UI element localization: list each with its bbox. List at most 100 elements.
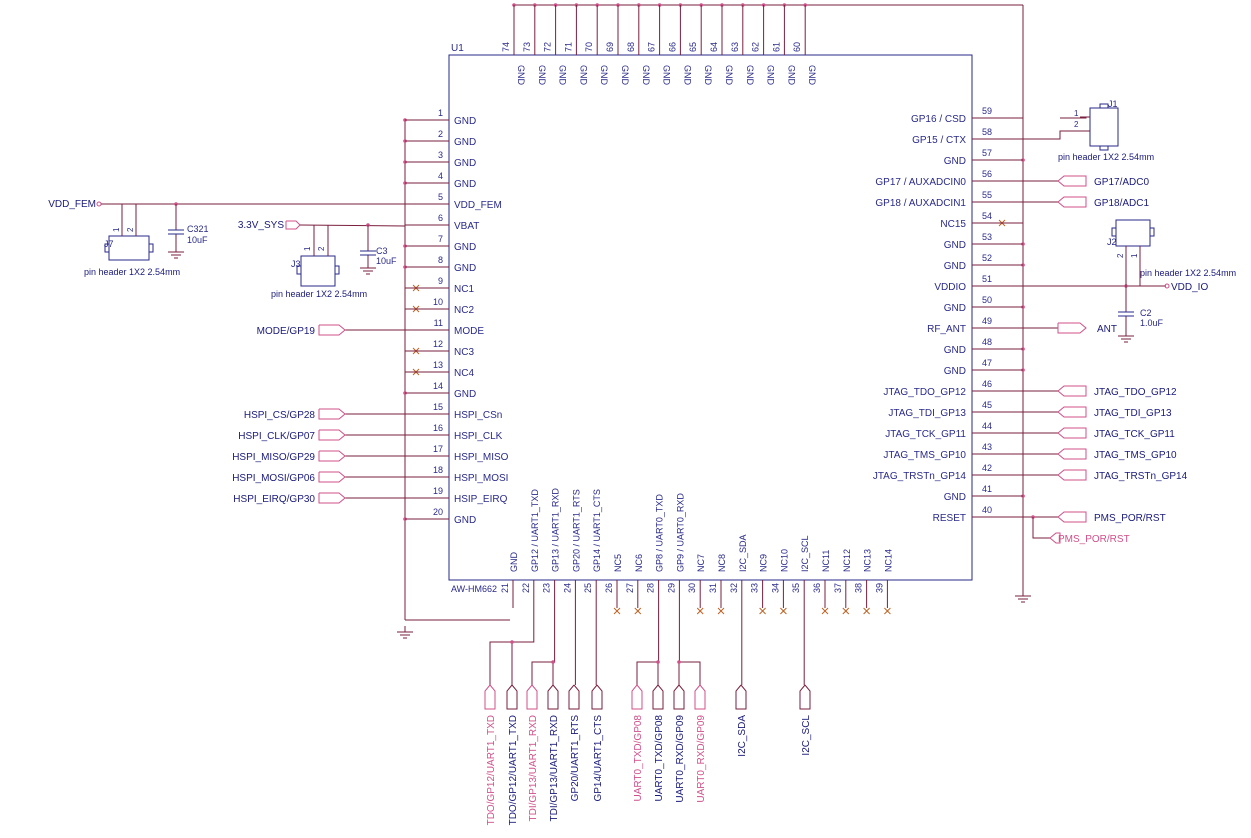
wire-layer	[96, 3, 1170, 710]
pin-number: 15	[433, 402, 443, 412]
junction-dot	[510, 640, 514, 644]
component-value: 10uF	[187, 235, 208, 245]
pin-number: 29	[666, 583, 676, 593]
pin-number: 71	[563, 42, 573, 52]
header-pin-number: 2	[1116, 253, 1125, 258]
junction-dot	[656, 660, 660, 664]
component-desc: pin header 1X2 2.54mm	[1058, 152, 1154, 162]
pin-number: 2	[438, 129, 443, 139]
pin-name: NC7	[696, 554, 706, 572]
header-pin-number: 1	[303, 246, 312, 251]
pin-name: GP20 / UART1_RTS	[571, 489, 581, 572]
chip-ref: U1	[451, 43, 464, 54]
header-pin-number: 1	[1074, 109, 1079, 118]
pin-name: GND	[454, 116, 476, 127]
net-flag	[1057, 385, 1087, 397]
ground-symbol	[1118, 330, 1134, 343]
pin-number: 34	[770, 583, 780, 593]
net-flag	[318, 429, 346, 441]
net-flag	[318, 324, 346, 336]
bottom-net-label: GP20/UART1_RTS	[570, 715, 581, 802]
no-connect-stroke	[696, 607, 704, 615]
pin-number: 48	[982, 337, 992, 347]
left-net-label: HSPI_MOSI/GP06	[232, 473, 315, 484]
pin-name: GND	[454, 242, 476, 253]
pin-number: 59	[982, 106, 992, 116]
pin-number: 17	[433, 444, 443, 454]
pin-number: 65	[688, 42, 698, 52]
pin-number: 54	[982, 211, 992, 221]
no-connect-mark	[717, 607, 725, 615]
pin-name: NC8	[717, 554, 727, 572]
component-ref: C3	[376, 246, 388, 256]
component-ref: C321	[187, 224, 209, 234]
no-connect-stroke	[842, 607, 850, 615]
pin-number: 9	[438, 276, 443, 286]
pin-number: 44	[982, 421, 992, 431]
wire	[1032, 517, 1050, 539]
pin-number: 31	[708, 583, 718, 593]
pin-name: GND	[454, 515, 476, 526]
pin-name: NC9	[759, 554, 769, 572]
pin-number: 10	[433, 297, 443, 307]
net-flag	[318, 450, 346, 462]
component-ref: J2	[1107, 237, 1117, 247]
pin-number: 25	[583, 583, 593, 593]
pin-number: 18	[433, 465, 443, 475]
wire	[636, 608, 660, 685]
component-desc: pin header 1X2 2.54mm	[84, 267, 180, 277]
power-port	[96, 201, 102, 207]
bottom-net-label: TDI/GP13/UART1_RXD	[528, 715, 539, 822]
component-value: 1.0uF	[1140, 318, 1164, 328]
no-connect-mark	[863, 607, 870, 615]
pin-number: 38	[854, 583, 864, 593]
pin-number: 8	[438, 255, 443, 265]
bottom-net-label: UART0_TXD/GP08	[654, 715, 665, 802]
pin-number: 52	[982, 253, 992, 263]
pin-name: GND	[509, 552, 519, 573]
pin-name: GND	[662, 65, 672, 86]
bottom-net-label: UART0_TXD/GP08	[633, 715, 644, 802]
pin-number: 4	[438, 171, 443, 181]
pin-number: 24	[562, 583, 572, 593]
pin-number: 26	[604, 583, 614, 593]
pin-name: GND	[944, 261, 966, 272]
pin-number: 43	[982, 442, 992, 452]
pin-name: RESET	[933, 513, 966, 524]
pin-number: 19	[433, 486, 443, 496]
net-flag	[1057, 175, 1087, 187]
no-connect-stroke	[863, 607, 870, 615]
pin-number: 53	[982, 232, 992, 242]
ground-symbol	[1015, 590, 1031, 603]
pin-number: 74	[501, 42, 511, 52]
power-port	[1164, 283, 1170, 289]
no-connect-stroke	[717, 607, 725, 615]
pin-name: NC15	[940, 219, 966, 230]
header-j7-tab	[148, 243, 154, 253]
pin-number: 56	[982, 169, 992, 179]
pin-name: GND	[944, 345, 966, 356]
no-connect-mark	[759, 607, 766, 615]
pin-name: GND	[454, 137, 476, 148]
pin-number: 22	[521, 583, 531, 593]
left-net-label: MODE/GP19	[257, 326, 316, 337]
left-net-label: HSPI_CLK/GP07	[238, 431, 315, 442]
pin-name: JTAG_TDI_GP13	[888, 408, 966, 419]
pin-name: NC5	[613, 554, 623, 572]
header-j7-tab	[104, 243, 110, 253]
net-flag-vertical	[735, 684, 747, 710]
pin-name: NC2	[454, 305, 474, 316]
bottom-net-label: TDO/GP12/UART1_TXD	[508, 715, 519, 825]
pin-number: 1	[438, 108, 443, 118]
no-connect-stroke	[613, 607, 621, 615]
pin-name: GP8 / UART0_TXD	[655, 494, 665, 572]
pin-name: GND	[454, 179, 476, 190]
pin-name: JTAG_TCK_GP11	[885, 429, 966, 440]
component-ref: J3	[291, 259, 301, 269]
pin-name: GP12 / UART1_TXD	[530, 489, 540, 572]
pin-name: I2C_SDA	[738, 534, 748, 572]
header-pin-number: 1	[112, 227, 121, 232]
left-net-label: HSPI_CS/GP28	[244, 410, 316, 421]
net-flag-vertical	[526, 684, 538, 710]
pin-number: 55	[982, 190, 992, 200]
